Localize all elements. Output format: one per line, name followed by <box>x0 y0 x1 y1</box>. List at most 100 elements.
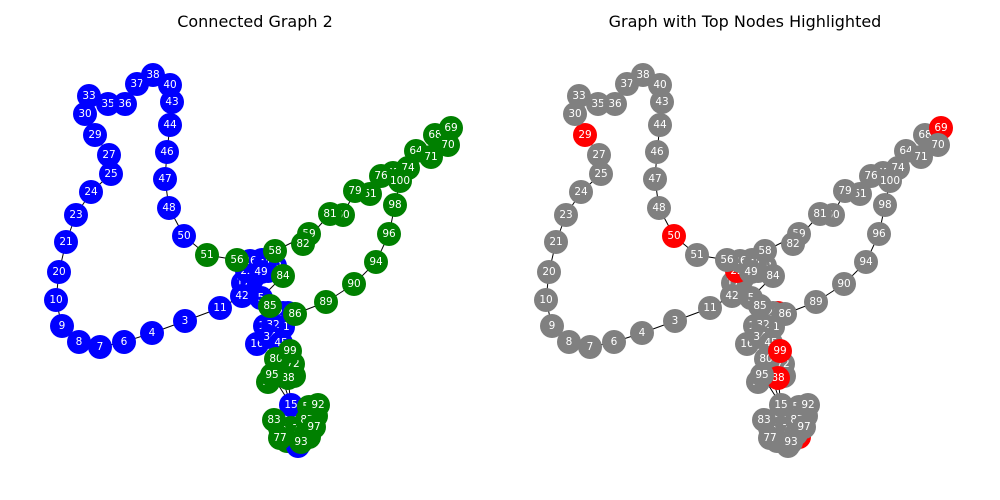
left-node-label: 21 <box>59 236 72 248</box>
left-node-label: 35 <box>101 98 114 110</box>
left-node-95: 95 <box>260 363 284 387</box>
right-node-circle <box>567 84 591 108</box>
left-node-circle <box>249 260 273 284</box>
right-node-51: 51 <box>685 243 709 267</box>
right-node-48: 48 <box>647 196 671 220</box>
left-node-8: 8 <box>67 330 91 354</box>
right-node-7: 7 <box>578 335 602 359</box>
left-node-label: 90 <box>347 278 360 290</box>
left-node-label: 37 <box>130 78 143 90</box>
left-node-circle <box>140 321 164 345</box>
right-node-label: 56 <box>720 254 734 266</box>
left-node-24: 24 <box>79 180 103 204</box>
left-node-15: 15 <box>279 393 303 417</box>
left-node-25: 25 <box>99 162 123 186</box>
right-node-circle <box>748 294 772 318</box>
right-node-70: 70 <box>926 133 950 157</box>
left-node-label: 93 <box>294 436 307 448</box>
left-node-circle <box>54 230 78 254</box>
left-node-circle <box>77 84 101 108</box>
right-node-label: 95 <box>755 369 768 381</box>
right-node-label: 89 <box>809 296 822 308</box>
left-node-circle <box>369 164 393 188</box>
left-node-56: 56 <box>225 248 249 272</box>
right-node-label: 35 <box>591 98 604 110</box>
right-node-circle <box>752 408 776 432</box>
right-node-label: 3 <box>672 315 679 327</box>
right-node-label: 99 <box>773 345 786 357</box>
left-node-circle <box>291 232 315 256</box>
left-node-label: 100 <box>390 175 410 187</box>
left-node-99: 99 <box>278 339 302 363</box>
left-node-label: 85 <box>263 300 276 312</box>
right-node-circle <box>909 145 933 169</box>
left-node-circle <box>279 393 303 417</box>
right-node-circle <box>587 143 611 167</box>
right-node-circle <box>602 330 626 354</box>
left-node-circle <box>88 335 112 359</box>
left-node-46: 46 <box>155 140 179 164</box>
left-node-circle <box>195 243 219 267</box>
left-node-9: 9 <box>50 314 74 338</box>
right-node-circle <box>534 288 558 312</box>
left-node-47: 47 <box>153 167 177 191</box>
right-node-42: 42 <box>720 284 744 308</box>
left-node-circle <box>388 169 412 193</box>
right-node-label: 82 <box>786 238 799 250</box>
left-node-circle <box>96 92 120 116</box>
left-node-circle <box>79 180 103 204</box>
right-node-label: 81 <box>813 208 826 220</box>
left-node-23: 23 <box>64 203 88 227</box>
right-node-27: 27 <box>587 143 611 167</box>
left-node-90: 90 <box>342 272 366 296</box>
right-node-label: 93 <box>784 436 797 448</box>
left-node-circle <box>364 250 388 274</box>
left-node-71: 71 <box>419 145 443 169</box>
right-node-label: 6 <box>611 336 618 348</box>
right-node-label: 70 <box>931 139 944 151</box>
right-node-circle <box>645 140 669 164</box>
right-node-99: 99 <box>768 339 792 363</box>
left-node-6: 6 <box>112 330 136 354</box>
left-node-70: 70 <box>436 133 460 157</box>
right-node-56: 56 <box>715 248 739 272</box>
left-node-21: 21 <box>54 230 78 254</box>
left-node-circle <box>260 363 284 387</box>
right-node-circle <box>544 230 568 254</box>
left-node-label: 29 <box>88 129 101 141</box>
right-node-label: 20 <box>542 266 555 278</box>
left-node-20: 20 <box>47 260 71 284</box>
left-node-circle <box>64 203 88 227</box>
left-node-label: 97 <box>307 421 320 433</box>
right-nodes: 1234567891011121314151617181920212223242… <box>534 63 953 458</box>
left-node-circle <box>158 113 182 137</box>
right-node-label: 10 <box>539 294 552 306</box>
right-node-circle <box>662 224 686 248</box>
right-node-circle <box>685 243 709 267</box>
right-node-label: 79 <box>838 185 851 197</box>
right-node-label: 30 <box>568 108 581 120</box>
right-node-circle <box>769 393 793 417</box>
right-node-43: 43 <box>650 90 674 114</box>
right-node-label: 84 <box>766 270 780 282</box>
left-node-label: 44 <box>163 119 177 131</box>
right-node-49: 49 <box>739 260 763 284</box>
right-node-circle <box>781 232 805 256</box>
left-node-label: 83 <box>267 414 280 426</box>
right-node-circle <box>854 250 878 274</box>
right-node-label: 69 <box>934 122 947 134</box>
left-node-92: 92 <box>306 393 330 417</box>
right-node-33: 33 <box>567 84 591 108</box>
right-node-label: 85 <box>753 300 766 312</box>
right-node-label: 47 <box>648 173 661 185</box>
right-node-label: 9 <box>549 320 556 332</box>
left-node-label: 47 <box>158 173 171 185</box>
left-node-86: 86 <box>283 302 307 326</box>
left-node-circle <box>343 179 367 203</box>
left-node-84: 84 <box>271 264 295 288</box>
left-node-label: 81 <box>323 208 336 220</box>
left-node-circle <box>44 288 68 312</box>
